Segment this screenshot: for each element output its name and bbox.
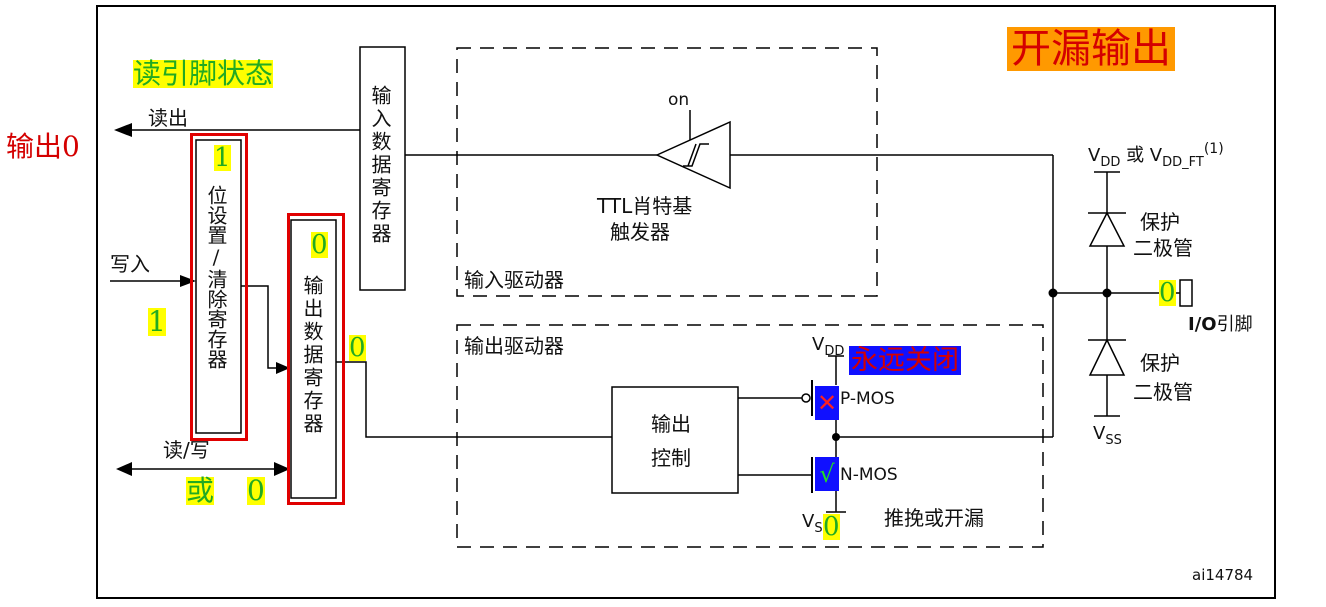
mos-vdd-label: VDD [812,334,845,359]
io-pin-terminal [1179,279,1193,307]
pmos-marker: ✕ [815,386,839,420]
output-control-box [611,386,739,494]
nmos-marker: √ [815,457,839,491]
schmitt-on-label: on [668,90,690,110]
input-driver-box [456,47,878,297]
bottom-diode-label-2: 二极管 [1133,380,1193,404]
bottom-diode-label-1: 保护 [1140,351,1180,375]
schmitt-label-1: TTL肖特基 [597,194,693,218]
output0-note: 输出0 [6,130,80,163]
bit-register-value: 1 [214,143,231,173]
vss-value: 0 [823,512,840,542]
bit-set-clear-register-label: 位设置/清除寄存器 [204,185,228,369]
mos-vss-label: VS [802,511,823,536]
bit-register-highlight [190,133,248,441]
nmos-label: N-MOS [840,465,898,485]
read-out-label: 读出 [148,106,188,130]
read-out-arrow [114,123,132,137]
never-close-note: 永远关闭 [849,345,961,376]
top-diode-label-1: 保护 [1140,210,1180,234]
schmitt-label-2: 触发器 [610,220,670,244]
io-value: 0 [1159,278,1176,308]
output-control-label-2: 控制 [651,446,691,470]
schmitt-trigger [655,120,731,190]
read-write-label: 读/写 [163,438,210,462]
push-pull-label: 推挽或开漏 [884,506,984,530]
output-register-value: 0 [311,230,328,260]
diagram-frame [96,5,1276,599]
input-data-register-label: 输入数据寄存器 [368,85,392,246]
vdd-ft-label: VDD 或 VDD_FT(1) [1088,141,1224,170]
output-data-register-label: 输出数据寄存器 [300,275,324,436]
output-register-highlight [287,213,345,505]
output-driver-label: 输出驱动器 [464,334,564,358]
pmos-label: P-MOS [840,389,895,409]
vss-label: VSS [1093,423,1122,448]
output-line-value: 0 [349,333,366,363]
top-diode [1088,211,1126,247]
read-pin-state-note: 读引脚状态 [133,57,274,90]
or-label: 或 [186,474,215,507]
output-control-label-1: 输出 [651,412,691,436]
write-in-label: 写入 [110,252,150,276]
output-data-register-box [290,219,337,499]
output-driver-box [456,324,1044,548]
io-pin-label: I/O引脚 [1188,314,1253,335]
input-data-register-box [359,46,406,291]
or-value: 0 [247,474,265,507]
figure-id: ai14784 [1192,566,1254,584]
input-driver-label: 输入驱动器 [464,268,564,292]
write-value: 1 [148,305,166,338]
title-badge: 开漏输出 [1007,27,1175,71]
top-diode-label-2: 二极管 [1133,236,1193,260]
bottom-diode [1088,338,1126,376]
